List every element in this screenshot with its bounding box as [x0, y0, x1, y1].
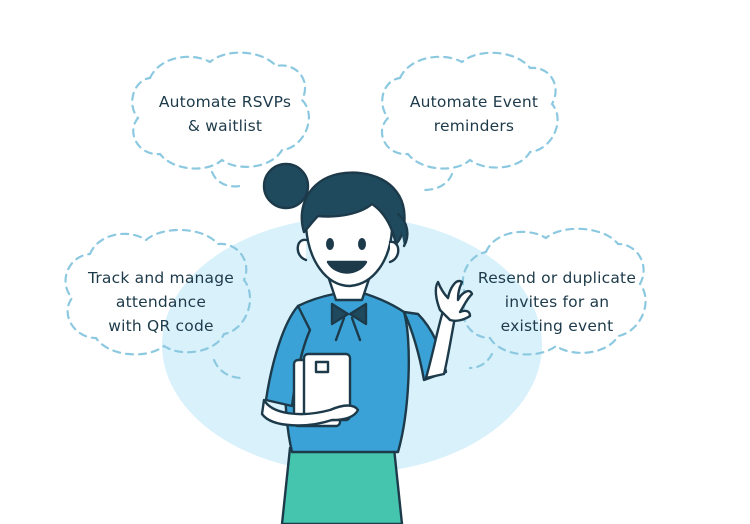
woman-character: [260, 162, 474, 524]
hair-bun: [262, 162, 310, 210]
left-ear: [296, 238, 308, 262]
left-hand: [260, 398, 360, 427]
cloud-bubble-reminders: [380, 51, 559, 192]
bubble-text-rsvp: Automate RSVPs & waitlist: [140, 90, 310, 138]
waving-hand: [434, 279, 474, 322]
cloud-tail-reminders: [422, 172, 454, 192]
bubble-line: Track and manage: [87, 269, 235, 287]
bubble-line: attendance: [115, 293, 207, 311]
bubble-line: invites for an: [504, 293, 610, 311]
left-eye: [326, 238, 334, 250]
left-sleeve: [264, 304, 312, 408]
bubble-text-qr: Track and manage attendance with QR code: [68, 266, 254, 338]
bubble-line: existing event: [500, 317, 614, 335]
cloud-bubble-rsvp: [131, 51, 310, 188]
bubble-line: Resend or duplicate: [477, 269, 637, 287]
hair: [300, 171, 406, 246]
bubble-line: Automate Event: [409, 93, 539, 111]
right-ear: [388, 240, 400, 264]
cloud-tail-qr: [212, 358, 244, 380]
bubble-text-resend: Resend or duplicate invites for an exist…: [462, 266, 652, 338]
bow-tie: [330, 302, 368, 326]
right-eye: [358, 238, 366, 250]
bubble-line: & waitlist: [187, 117, 263, 135]
cloud-tail-rsvp: [210, 170, 242, 188]
bubble-line: Automate RSVPs: [158, 93, 292, 111]
bubble-text-reminders: Automate Event reminders: [384, 90, 564, 138]
smile: [326, 260, 368, 274]
skirt: [280, 446, 404, 524]
cloud-tail-resend: [468, 352, 494, 370]
bubble-line: reminders: [433, 117, 515, 135]
cloud-bubble-qr: [64, 228, 252, 380]
bubble-line: with QR code: [108, 317, 214, 335]
